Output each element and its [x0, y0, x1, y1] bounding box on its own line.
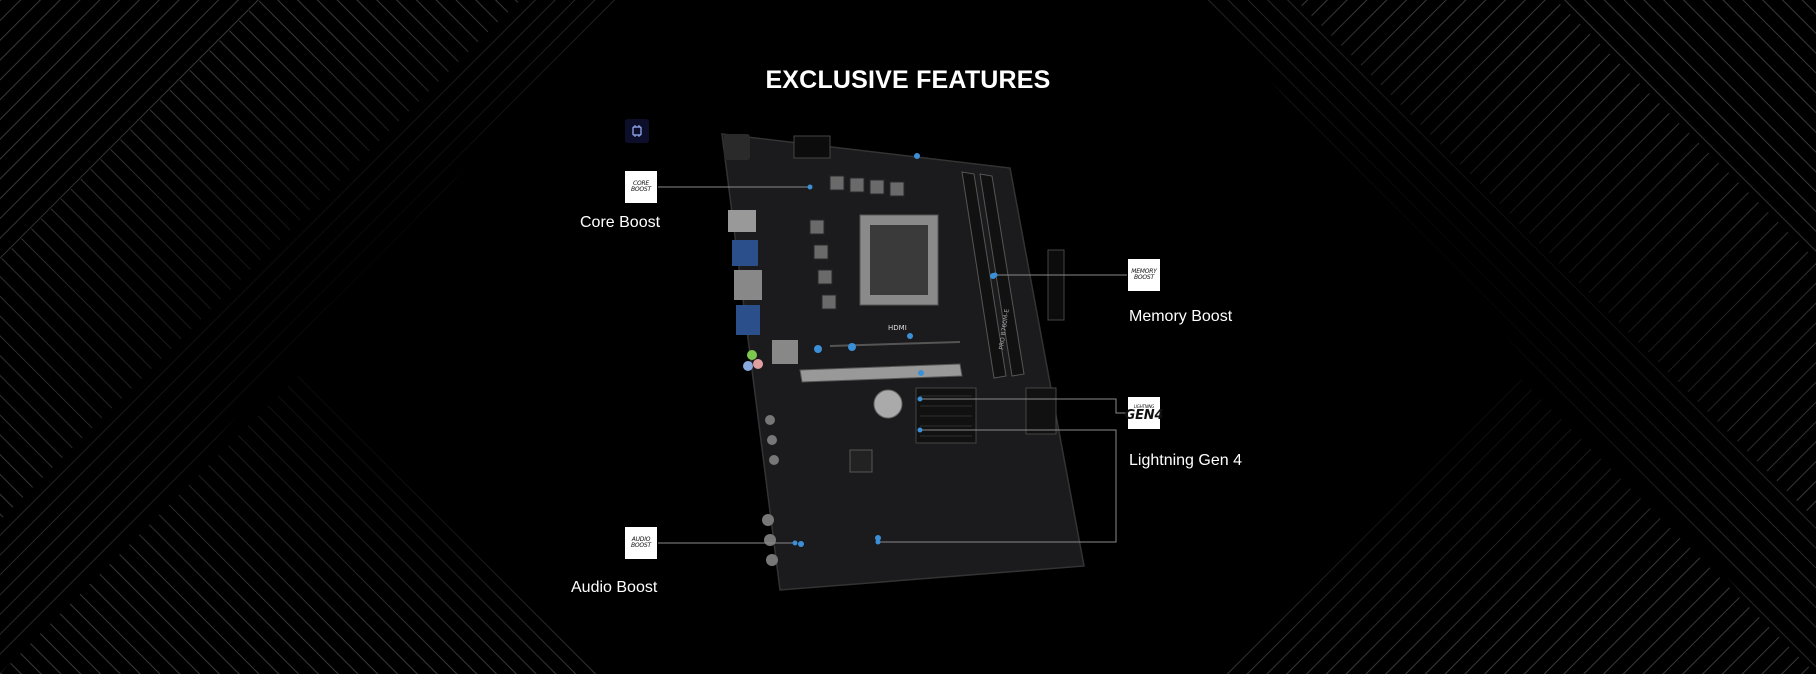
- core-boost-logo-line: BOOST: [630, 186, 652, 193]
- core-boost-logo-line: CORE: [632, 180, 650, 187]
- lightning-gen4-logo[interactable]: LIGHTNING GEN4: [1125, 397, 1164, 429]
- chip-icon[interactable]: [625, 119, 649, 143]
- memory-boost-logo-line: MEMORY: [1131, 268, 1157, 275]
- core-boost-label: Core Boost: [580, 214, 661, 231]
- audio-boost-logo-line: AUDIO: [631, 536, 651, 543]
- core-boost-logo[interactable]: CORE BOOST: [625, 171, 657, 203]
- section-title: EXCLUSIVE FEATURES: [765, 66, 1051, 94]
- memory-boost-label: Memory Boost: [1129, 308, 1233, 325]
- lightning-gen4-logo-line: LIGHTNING: [1133, 404, 1155, 409]
- lightning-gen4-label: Lightning Gen 4: [1129, 452, 1242, 469]
- memory-boost-logo-line: BOOST: [1133, 274, 1155, 281]
- audio-boost-logo[interactable]: AUDIO BOOST: [625, 527, 657, 559]
- motherboard-image: HDMI PRO B760M-E: [721, 133, 1085, 591]
- audio-boost-logo-line: BOOST: [630, 542, 652, 549]
- hdmi-silkscreen: HDMI: [888, 324, 907, 332]
- memory-boost-logo[interactable]: MEMORY BOOST: [1128, 259, 1160, 291]
- lightning-gen4-logo-line: GEN4: [1124, 408, 1164, 423]
- audio-boost-label: Audio Boost: [571, 579, 658, 596]
